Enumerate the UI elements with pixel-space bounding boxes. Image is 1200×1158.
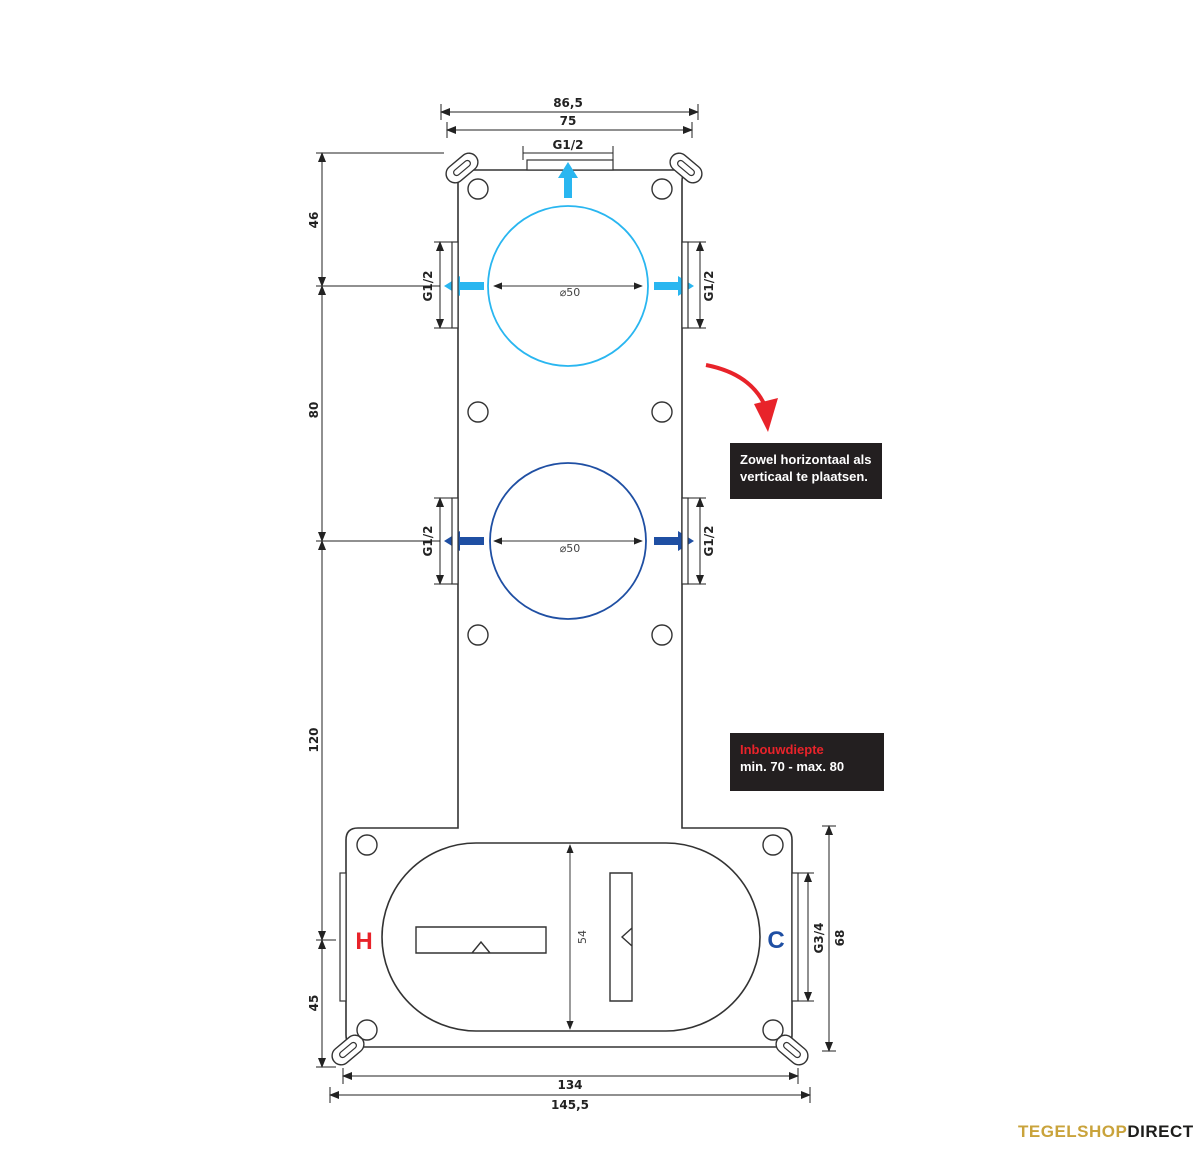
- mounting-holes: [356, 178, 784, 1041]
- bottom-inner-width-label: 134: [557, 1078, 582, 1092]
- brand-part-1: TEGELSHOP: [1018, 1122, 1128, 1141]
- mixer-body-outline: [381, 842, 761, 1032]
- cold-label: C: [767, 927, 784, 954]
- upper-circle-diameter: ⌀50: [560, 286, 581, 299]
- depth-range: min. 70 - max. 80: [740, 759, 845, 774]
- left-low-height-label: 120: [307, 727, 321, 752]
- upper-right-outlet-label: G1/2: [702, 271, 716, 302]
- left-dimension-chain: [316, 152, 444, 1068]
- orientation-callout: Zowel horizontaal als verticaal te plaat…: [730, 443, 882, 499]
- side-outlets: [339, 241, 799, 1002]
- hot-label: H: [355, 928, 372, 955]
- right-outer-height-label: 68: [833, 930, 847, 947]
- lower-circle-diameter: ⌀50: [560, 542, 581, 555]
- inner-height-label: 54: [576, 930, 589, 944]
- vertical-slot: [609, 872, 633, 1002]
- left-top-height-label: 46: [307, 212, 321, 229]
- left-bottom-height-label: 45: [307, 995, 321, 1012]
- lower-right-outlet-label: G1/2: [702, 526, 716, 557]
- lower-left-arrow: [444, 531, 484, 551]
- depth-callout: Inbouwdiepte min. 70 - max. 80: [730, 733, 884, 791]
- bottom-outer-width-label: 145,5: [551, 1098, 589, 1112]
- rotate-arrow: [705, 363, 778, 432]
- bottom-left-bracket: [331, 1034, 365, 1066]
- mounting-plate-outline: [345, 169, 793, 1048]
- top-outlet-dimension: G1/2: [522, 138, 614, 160]
- orientation-line-1: Zowel horizontaal als: [740, 452, 872, 467]
- left-mid-height-label: 80: [307, 402, 321, 419]
- right-inlet-label: G3/4: [812, 923, 826, 954]
- top-right-bracket: [669, 152, 703, 184]
- bottom-width-dimensions: [329, 1068, 811, 1103]
- depth-title: Inbouwdiepte: [740, 742, 824, 757]
- top-outlet-label: G1/2: [553, 138, 584, 152]
- top-left-bracket: [445, 152, 479, 184]
- horizontal-slot: [415, 926, 547, 954]
- top-width-dimensions: [440, 104, 699, 138]
- upper-left-arrow: [444, 276, 484, 296]
- top-outer-width-label: 86,5: [553, 96, 583, 110]
- orientation-line-2: verticaal te plaatsen.: [740, 469, 868, 484]
- upper-valve-circle: [487, 205, 649, 367]
- brand-logo: TEGELSHOPDIRECT: [1018, 1122, 1194, 1142]
- lower-valve-circle: [489, 462, 647, 620]
- brand-part-2: DIRECT: [1127, 1122, 1194, 1141]
- top-inner-width-label: 75: [560, 114, 577, 128]
- upper-up-arrow: [558, 162, 578, 198]
